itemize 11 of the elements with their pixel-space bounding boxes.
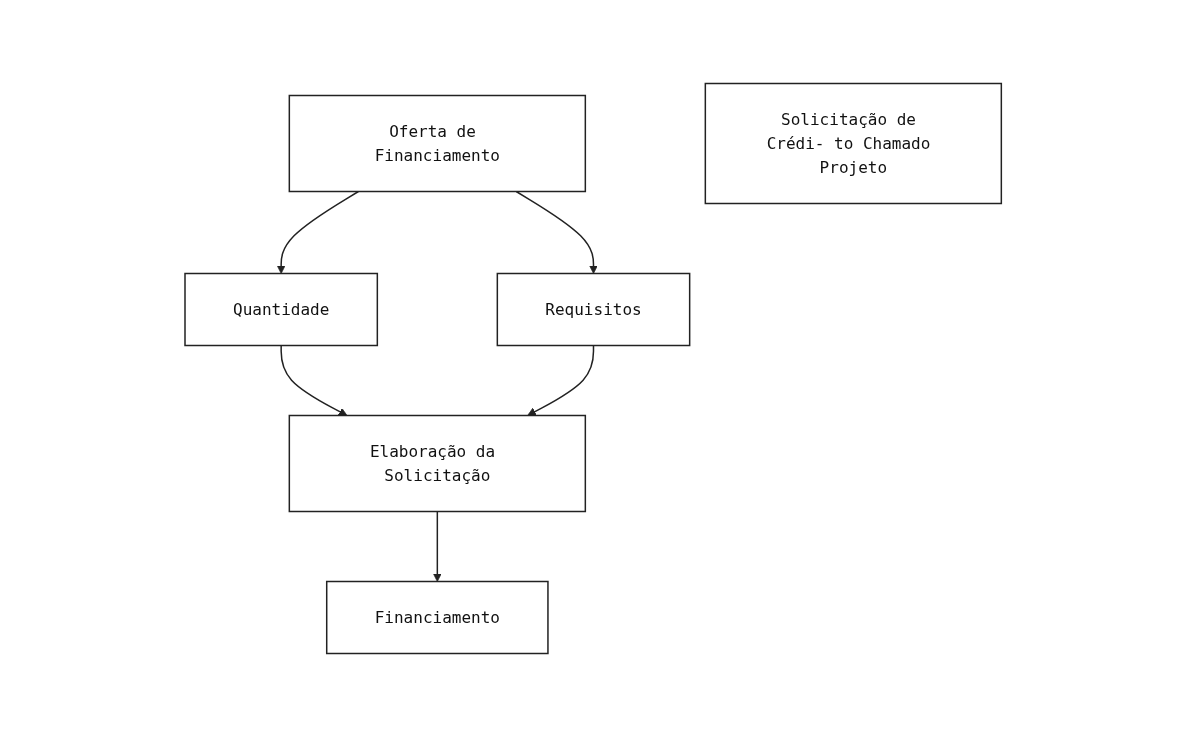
node-box: Solicitação de Crédi- to Chamado Projeto xyxy=(704,82,1003,205)
arrow xyxy=(515,190,599,274)
arrow xyxy=(433,510,443,582)
node-box: Elaboração da Solicitação xyxy=(288,414,587,513)
arrow xyxy=(277,190,360,274)
arrow xyxy=(280,344,348,416)
arrow xyxy=(527,344,595,416)
node-box: Oferta de Financiamento xyxy=(288,94,587,193)
node-box: Financiamento xyxy=(326,580,549,655)
node-box: Requisitos xyxy=(496,272,691,347)
node-box: Quantidade xyxy=(184,272,379,347)
